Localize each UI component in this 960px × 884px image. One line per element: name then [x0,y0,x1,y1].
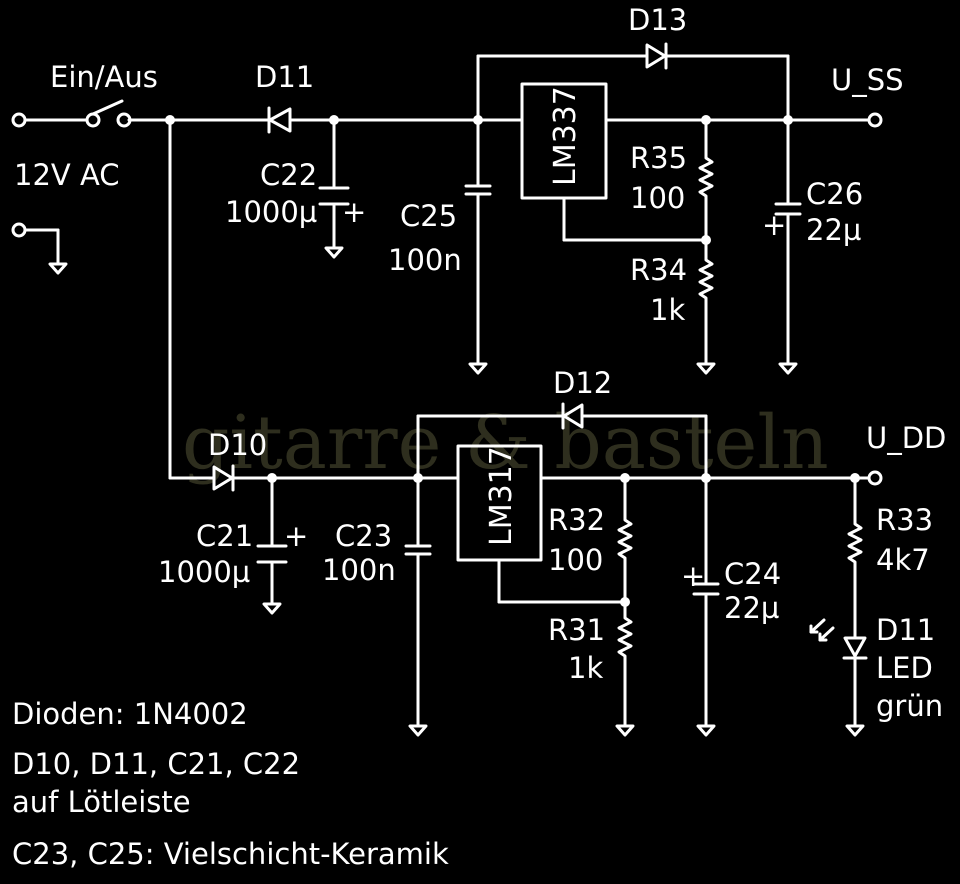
diode-d13-symbol [645,42,668,70]
c21-value: 1000µ [158,555,250,589]
lm317-label: LM317 [484,446,519,546]
lm337-label: LM337 [548,86,583,186]
junctions-top [165,115,793,245]
d11-label: D11 [255,60,314,94]
resistor-r31-symbol [617,610,633,662]
regulator-lm317 [456,444,543,562]
top-rail-wires [23,54,870,480]
switch-label: Ein/Aus [50,60,158,94]
r33-label: R33 [876,503,933,537]
capacitor-c21-symbol [256,544,288,564]
note-line2a: D10, D11, C21, C22 [12,747,300,781]
diode-d11-symbol [267,106,292,134]
r35-label: R35 [630,141,687,175]
c24-plus: + [681,559,705,593]
c21-plus: + [284,519,308,553]
input-label: 12V AC [14,158,120,192]
input-terminal-gnd [11,222,27,238]
c22-plus: + [342,195,366,229]
ground-symbols-top [48,246,798,375]
udd-label: U_DD [866,421,946,455]
led-d11-symbol [809,618,868,660]
r35-value: 100 [630,181,685,215]
note-diodes: Dioden: 1N4002 [12,697,248,731]
c26-label: C26 [806,177,863,211]
regulator-lm337 [520,82,608,200]
r33-value: 4k7 [876,543,930,577]
led-type-label: LED [876,651,933,685]
led-color-label: grün [876,689,943,723]
junctions-bottom [267,473,860,607]
led-d11-label: D11 [876,613,935,647]
r32-label: R32 [548,503,605,537]
capacitor-c25-symbol [464,184,492,196]
resistor-r32-symbol [617,512,633,564]
d10-label: D10 [208,428,267,462]
c24-label: C24 [724,557,781,591]
capacitor-c23-symbol [404,544,432,556]
r31-value: 1k [568,651,603,685]
input-terminal-ac [11,112,27,128]
ground-symbols-bottom [262,602,865,737]
c21-label: C21 [196,519,253,553]
c25-value: 100n [388,243,462,277]
capacitor-c26-symbol [774,202,802,216]
capacitor-c22-symbol [318,186,350,206]
uss-label: U_SS [831,63,904,97]
c26-plus: + [762,208,786,242]
c26-value: 22µ [806,213,861,247]
c23-value: 100n [322,553,396,587]
bottom-rail-wires [168,414,870,728]
resistor-r35-symbol [698,150,714,202]
r34-label: R34 [630,253,687,287]
r32-value: 100 [548,543,603,577]
c25-label: C25 [400,199,457,233]
d12-label: D12 [553,366,612,400]
c22-label: C22 [260,158,317,192]
d13-label: D13 [628,3,687,37]
diode-d10-symbol [212,464,235,492]
resistor-r33-symbol [847,516,863,568]
output-terminal-uss [867,112,883,128]
note-line3: C23, C25: Vielschicht-Keramik [12,837,449,871]
note-line2b: auf Lötleiste [12,785,191,819]
watermark: gitarre & basteln [182,400,829,486]
diode-d12-symbol [561,402,584,430]
c22-value: 1000µ [225,195,317,229]
c24-value: 22µ [724,591,779,625]
c23-label: C23 [335,519,392,553]
r34-value: 1k [650,293,685,327]
capacitor-c24-symbol [692,582,720,596]
output-terminal-udd [867,470,883,486]
r31-label: R31 [548,613,605,647]
power-switch[interactable] [85,99,132,128]
resistor-r34-symbol [698,252,714,304]
